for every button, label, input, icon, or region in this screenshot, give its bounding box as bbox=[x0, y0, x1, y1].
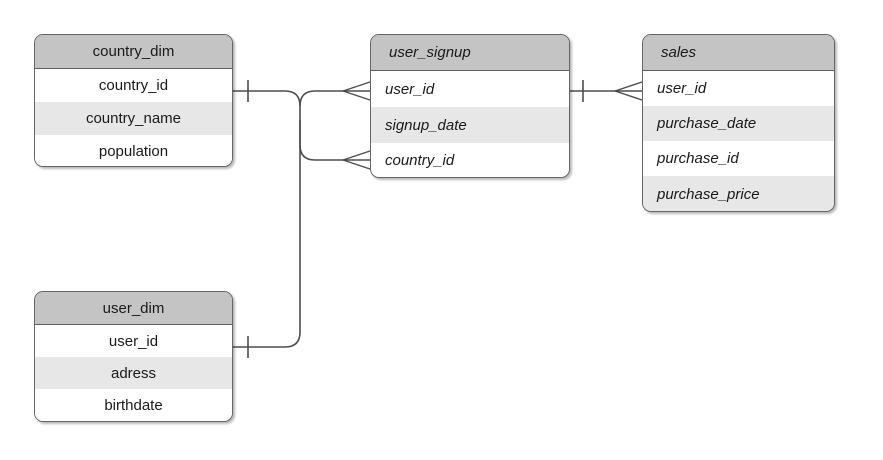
field-row[interactable]: adress bbox=[35, 357, 232, 389]
relationship-country-dim-user-signup bbox=[233, 80, 371, 170]
cardinality-many-crowsfoot bbox=[342, 81, 371, 101]
entity-title-user-signup: user_signup bbox=[371, 35, 569, 71]
field-row[interactable]: country_name bbox=[35, 102, 232, 135]
field-row[interactable]: population bbox=[35, 135, 232, 166]
cardinality-many-crowsfoot bbox=[614, 81, 643, 101]
field-row[interactable]: user_id bbox=[643, 71, 834, 106]
field-row[interactable]: country_id bbox=[35, 69, 232, 102]
entity-title-sales: sales bbox=[643, 35, 834, 71]
relationship-user-dim-user-signup bbox=[233, 120, 301, 358]
field-row[interactable]: signup_date bbox=[371, 107, 569, 143]
entity-title-country-dim: country_dim bbox=[35, 35, 232, 69]
field-row[interactable]: user_id bbox=[35, 325, 232, 357]
relationship-line-upper bbox=[299, 90, 343, 107]
field-row[interactable]: birthdate bbox=[35, 389, 232, 421]
field-row[interactable]: purchase_date bbox=[643, 106, 834, 141]
field-row[interactable]: purchase_id bbox=[643, 141, 834, 176]
relationship-line bbox=[233, 90, 343, 161]
relationship-line bbox=[233, 120, 301, 348]
entity-sales[interactable]: sales user_id purchase_date purchase_id … bbox=[642, 34, 835, 212]
entity-title-user-dim: user_dim bbox=[35, 292, 232, 325]
field-row[interactable]: country_id bbox=[371, 143, 569, 177]
entity-country-dim[interactable]: country_dim country_id country_name popu… bbox=[34, 34, 233, 167]
field-row[interactable]: user_id bbox=[371, 71, 569, 107]
field-row[interactable]: purchase_price bbox=[643, 176, 834, 211]
entity-user-dim[interactable]: user_dim user_id adress birthdate bbox=[34, 291, 233, 422]
entity-user-signup[interactable]: user_signup user_id signup_date country_… bbox=[370, 34, 570, 178]
cardinality-many-crowsfoot bbox=[342, 150, 371, 170]
relationship-user-signup-sales bbox=[570, 80, 643, 102]
